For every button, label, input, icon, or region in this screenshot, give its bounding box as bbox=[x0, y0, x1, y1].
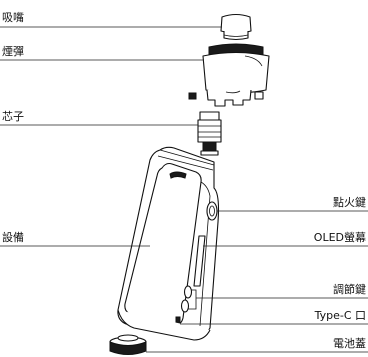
battery-cover-part bbox=[109, 334, 147, 355]
label-fire-button: 點火鍵 bbox=[333, 195, 366, 209]
label-battery-cover: 電池蓋 bbox=[333, 337, 366, 350]
label-adjust-button: 調節鍵 bbox=[333, 282, 366, 296]
mouthpiece-part bbox=[220, 13, 252, 41]
pod-part bbox=[188, 43, 270, 107]
label-pod: 煙彈 bbox=[2, 45, 24, 58]
coil-part bbox=[197, 111, 222, 156]
label-mouthpiece: 吸嘴 bbox=[2, 11, 24, 24]
device-body bbox=[117, 146, 220, 341]
label-device: 設備 bbox=[2, 230, 24, 244]
label-coil: 芯子 bbox=[2, 109, 24, 123]
label-oled-screen: OLED螢幕 bbox=[314, 230, 366, 244]
label-type-c-port: Type-C 口 bbox=[314, 309, 366, 322]
